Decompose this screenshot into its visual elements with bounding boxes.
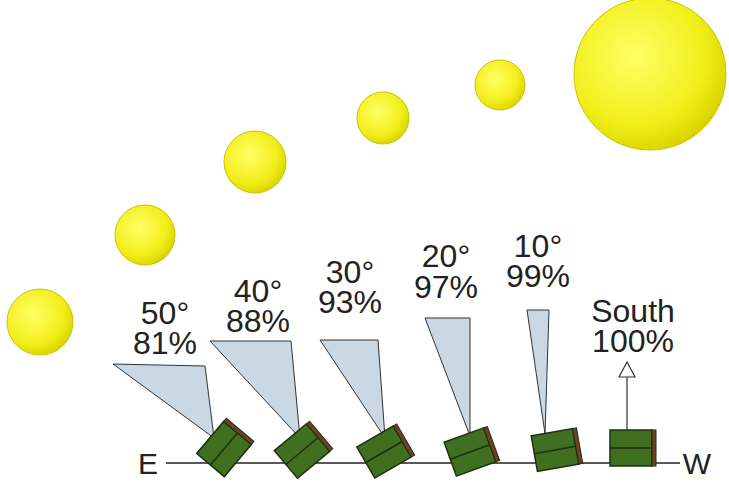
- sun: [574, 0, 726, 150]
- tilt-angle: 40°: [234, 275, 282, 307]
- solar-panel: [274, 421, 332, 478]
- direction-label: South: [591, 295, 675, 327]
- east-west-line: [166, 462, 680, 464]
- compass-point: W: [683, 449, 711, 479]
- normal-line: [626, 376, 627, 432]
- solar-panel: [610, 430, 656, 466]
- light-wedges: [113, 310, 549, 438]
- solar-panel: [531, 428, 583, 471]
- compass-point: E: [138, 449, 158, 479]
- panels: [197, 418, 656, 478]
- tilt-angle: 10°: [514, 230, 562, 262]
- output-percent: 100%: [592, 325, 674, 357]
- solar-panel: [444, 427, 500, 477]
- output-percent: 88%: [226, 305, 290, 337]
- tilt-angle: 50°: [141, 297, 189, 329]
- solar-panel: [197, 418, 254, 476]
- sun: [357, 92, 409, 144]
- suns: [7, 0, 726, 355]
- sun: [7, 289, 73, 355]
- arrow-head: [619, 362, 635, 377]
- output-percent: 97%: [414, 271, 478, 303]
- tilt-angle: 20°: [422, 240, 470, 272]
- south-arrow: [619, 362, 635, 432]
- output-percent: 81%: [133, 327, 197, 359]
- sun: [475, 60, 525, 110]
- sun: [224, 131, 286, 193]
- light-wedge: [425, 318, 470, 436]
- axis: [166, 463, 680, 464]
- light-wedge: [527, 310, 549, 434]
- solar-panel: [357, 424, 415, 478]
- output-percent: 93%: [318, 286, 382, 318]
- tilt-angle: 30°: [326, 256, 374, 288]
- output-percent: 99%: [506, 260, 570, 292]
- light-wedge: [113, 364, 214, 438]
- light-wedge: [320, 340, 385, 438]
- sun: [115, 205, 175, 265]
